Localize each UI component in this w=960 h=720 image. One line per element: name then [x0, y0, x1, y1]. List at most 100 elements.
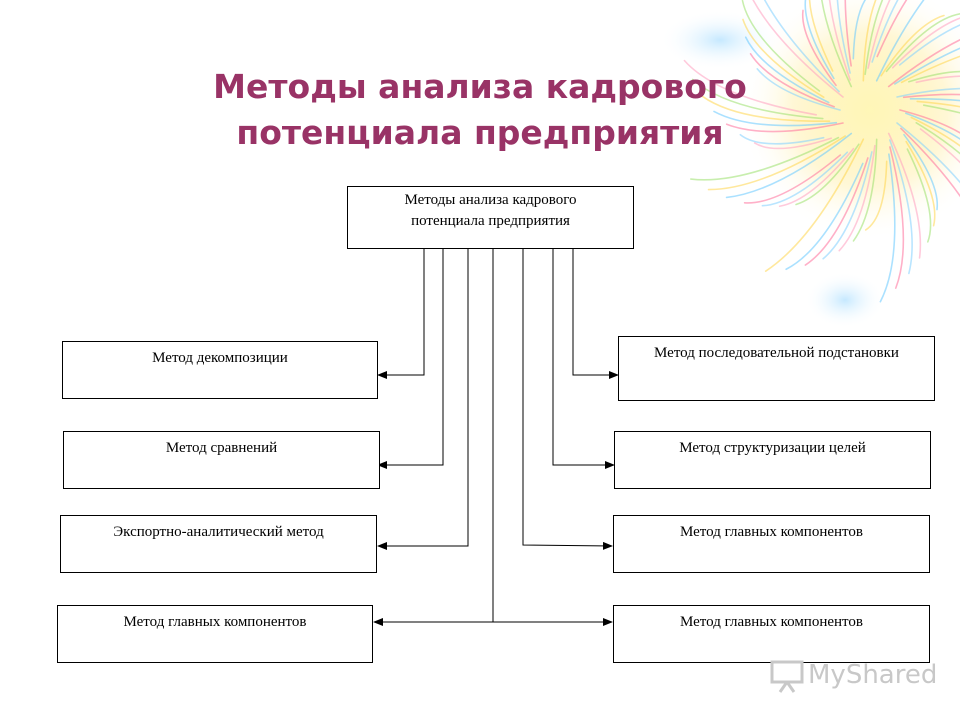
slide-title-line-1: Методы анализа кадрового: [213, 67, 747, 106]
decorative-ray: [852, 0, 867, 60]
decorative-ray: [707, 135, 846, 191]
decorative-ray: [896, 87, 960, 98]
decorative-ray: [761, 151, 849, 207]
root-method-label-line-1: Методы анализа кадрового: [404, 192, 577, 208]
watermark-text: MyShared: [808, 660, 938, 690]
decorative-ray: [896, 122, 960, 184]
decorative-ray: [909, 98, 960, 102]
decorative-ray: [864, 160, 888, 231]
connector-left-2: [377, 249, 444, 469]
decorative-ray: [875, 0, 925, 82]
decorative-ray: [741, 0, 821, 92]
decorative-ray: [844, 0, 852, 67]
method-label: Метод декомпозиции: [152, 350, 288, 366]
decorative-ray: [891, 17, 960, 69]
decorative-ray: [713, 110, 838, 127]
decorative-ray: [739, 133, 825, 145]
decorative-ray: [905, 140, 936, 227]
decorative-ray: [889, 146, 905, 289]
decorative-ray: [879, 153, 896, 303]
decorative-ray: [889, 139, 913, 275]
decorative-ray: [725, 132, 853, 199]
presentation-board-icon: [770, 660, 804, 693]
decorative-ray: [795, 143, 860, 206]
decorative-ray: [915, 121, 960, 155]
method-label: Метод структуризации целей: [679, 440, 866, 456]
decorative-ray: [744, 36, 830, 104]
decorative-ray: [690, 136, 840, 181]
method-label: Метод главных компонентов: [123, 614, 307, 630]
decorative-ray: [785, 162, 864, 271]
decorative-ray: [801, 9, 837, 87]
decorative-ray: [900, 55, 960, 84]
root-method-box: Методы анализа кадрового потенциала пред…: [347, 186, 634, 249]
method-box-sequential-substitution: Метод последовательной подстановки: [618, 336, 935, 401]
decorative-ray: [822, 151, 873, 260]
decorative-ray: [900, 127, 960, 198]
decorative-ray: [683, 59, 818, 116]
decorative-ray: [922, 104, 960, 114]
connector-left-3: [377, 249, 469, 550]
connector-left-1: [377, 249, 425, 379]
decorative-ray: [821, 0, 853, 88]
decorative-ray: [725, 122, 844, 133]
decorative-ray: [906, 148, 932, 243]
decorative-ray: [804, 157, 869, 266]
method-box-decomposition: Метод декомпозиции: [62, 341, 378, 399]
method-label: Метод главных компонентов: [680, 614, 863, 630]
connector-left-4: [373, 249, 494, 626]
decorative-ray: [867, 0, 891, 69]
method-label: Экспортно-аналитический метод: [113, 524, 324, 540]
method-box-goal-structuring: Метод структуризации целей: [614, 431, 931, 489]
decorative-ray: [898, 24, 960, 66]
decorative-ray: [905, 112, 960, 140]
decorative-ray: [876, 0, 908, 58]
slide-title-line-2: потенциала предприятия: [236, 113, 724, 152]
decorative-ray: [742, 18, 825, 99]
method-box-principal-components-right-2: Метод главных компонентов: [613, 605, 930, 663]
decorative-ray: [903, 133, 939, 211]
decorative-ray: [752, 0, 844, 98]
decorative-ray: [871, 0, 899, 63]
decorative-ray: [808, 0, 834, 72]
decorative-ray: [691, 78, 824, 120]
decorative-ray: [838, 144, 876, 252]
connector-right-2: [552, 249, 615, 469]
decorative-ray: [916, 100, 960, 108]
slide-title: Методы анализа кадрового потенциала пред…: [120, 64, 840, 156]
root-method-label-line-2: потенциала предприятия: [411, 213, 570, 229]
decorative-ray: [899, 109, 960, 134]
method-box-comparison: Метод сравнений: [63, 431, 380, 489]
decorative-ray: [908, 70, 960, 83]
decorative-ray: [915, 75, 960, 84]
decorative-ray: [885, 13, 960, 73]
decorative-ray: [864, 0, 884, 76]
decorative-ray: [880, 14, 945, 77]
decorative-ray: [902, 93, 960, 99]
decorative-ray: [763, 0, 840, 93]
decorative-ray: [887, 132, 922, 259]
decorative-ray: [862, 0, 877, 82]
method-box-principal-components-left: Метод главных компонентов: [57, 605, 373, 663]
method-label: Метод последовательной подстановки: [654, 345, 899, 361]
method-label: Метод сравнений: [165, 440, 278, 456]
decorative-ray: [743, 154, 842, 204]
decorative-ray: [778, 147, 855, 208]
decorative-ray: [836, 0, 851, 74]
decorative-ray: [764, 138, 865, 272]
decorative-ray: [887, 38, 960, 88]
decorative-ray: [894, 47, 960, 85]
decorative-ray: [852, 138, 878, 242]
method-box-expert-analytic: Экспортно-аналитический метод: [60, 515, 377, 573]
decorative-ray: [701, 95, 831, 122]
method-label: Метод главных компонентов: [680, 524, 863, 540]
root-method-label: Методы анализа кадрового потенциала пред…: [348, 190, 633, 232]
connector-right-3: [522, 249, 613, 550]
decorative-ray: [919, 128, 960, 164]
decorative-ray: [749, 53, 835, 108]
decorative-ray: [828, 0, 851, 81]
method-box-principal-components-right-1: Метод главных компонентов: [613, 515, 930, 573]
decorative-ray: [753, 137, 832, 150]
